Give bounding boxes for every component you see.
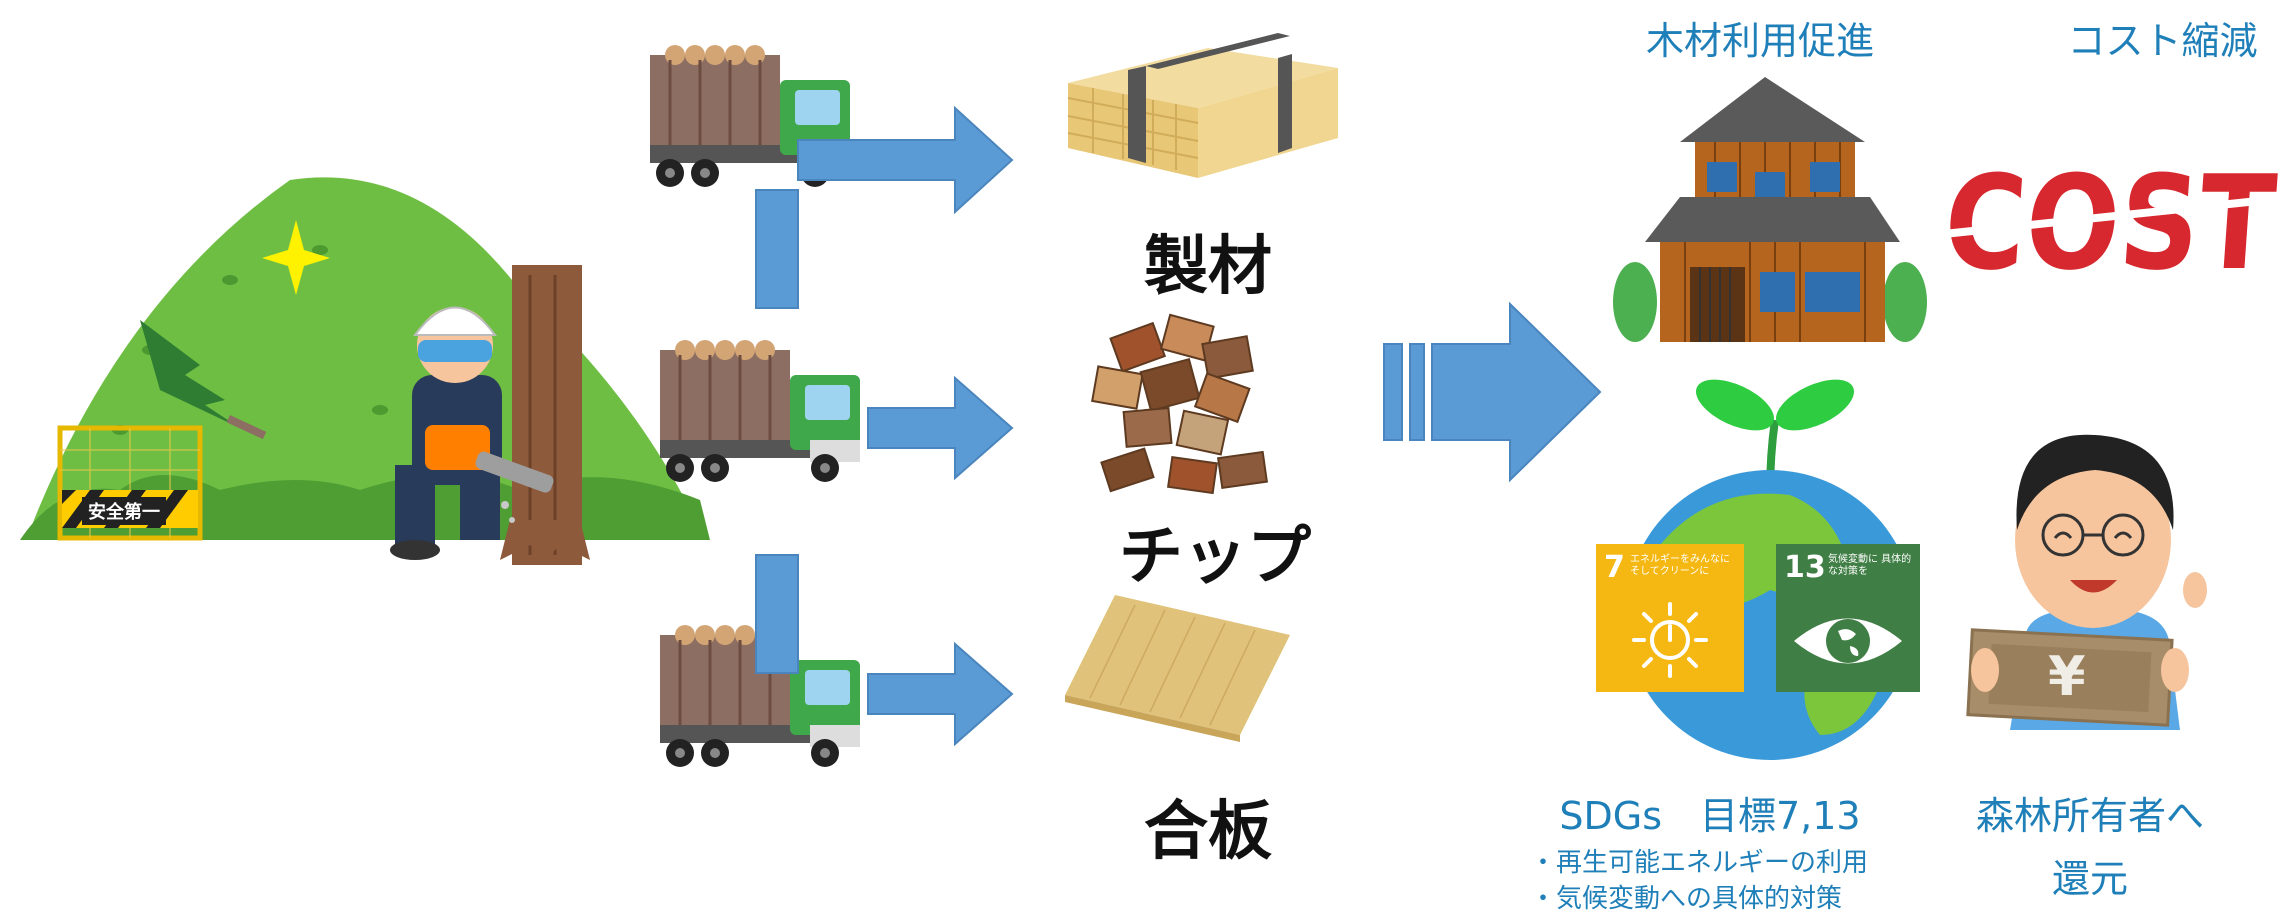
worker bbox=[390, 306, 554, 560]
wooden-house-icon bbox=[1613, 77, 1927, 342]
arrow-to-chips bbox=[867, 375, 1014, 481]
arrow-to-plywood bbox=[867, 641, 1014, 747]
plywood-icon bbox=[1065, 595, 1290, 742]
forest-owner-icon bbox=[1966, 434, 2207, 730]
big-arrow-bar-1 bbox=[1383, 343, 1403, 441]
product-chips-label: チップ bbox=[1119, 520, 1311, 594]
sdgs-title: SDGs 目標7,13 bbox=[1559, 794, 1861, 838]
connector-top bbox=[755, 189, 799, 309]
sdg-goal-13-text: 気候変動に 具体的な対策を bbox=[1828, 554, 1912, 577]
safety-sign-text: 安全第一 bbox=[82, 497, 166, 525]
small-tree bbox=[140, 320, 267, 440]
chips-icon bbox=[1091, 313, 1268, 495]
product-plywood-label: 合板 bbox=[1144, 795, 1272, 869]
arrow-to-lumber bbox=[797, 105, 1014, 215]
sdgs-point-2: ・気候変動への具体的対策 bbox=[1530, 884, 1843, 914]
cost-reduction-title: コスト縮減 bbox=[2067, 19, 2258, 63]
big-arrow-bar-2 bbox=[1409, 343, 1425, 441]
wood-use-title: 木材利用促進 bbox=[1645, 19, 1874, 63]
earth-eye-icon bbox=[1794, 618, 1902, 664]
tree-trunk bbox=[512, 265, 582, 565]
sdg-goal-13-number: 13 bbox=[1784, 550, 1826, 585]
connector-bottom bbox=[755, 554, 799, 674]
product-lumber-label: 製材 bbox=[1144, 230, 1272, 304]
sparkle bbox=[262, 220, 330, 295]
big-arrow bbox=[1431, 301, 1602, 483]
sdgs-point-1: ・再生可能エネルギーの利用 bbox=[1530, 848, 1869, 878]
sdg-goal-7-card: 7 エネルギーをみんなに そしてクリーンに bbox=[1596, 544, 1744, 692]
sdg-goal-7-number: 7 bbox=[1604, 550, 1625, 585]
lumber-icon bbox=[1067, 33, 1338, 178]
yen-symbol: ¥ bbox=[2048, 645, 2086, 708]
sdg-goal-13-card: 13 気候変動に 具体的な対策を bbox=[1776, 544, 1920, 692]
forest-hill-illustration bbox=[20, 177, 710, 565]
log-truck-2 bbox=[660, 340, 860, 482]
owner-title-line-2: 還元 bbox=[2051, 857, 2128, 901]
sdg-goal-7-text: エネルギーをみんなに そしてクリーンに bbox=[1630, 554, 1730, 577]
cost-logo: COST bbox=[1940, 147, 2285, 299]
owner-title-line-1: 森林所有者へ bbox=[1975, 794, 2204, 838]
sun-power-icon bbox=[1632, 602, 1708, 678]
cost-logo-text: COST bbox=[1940, 147, 2281, 299]
